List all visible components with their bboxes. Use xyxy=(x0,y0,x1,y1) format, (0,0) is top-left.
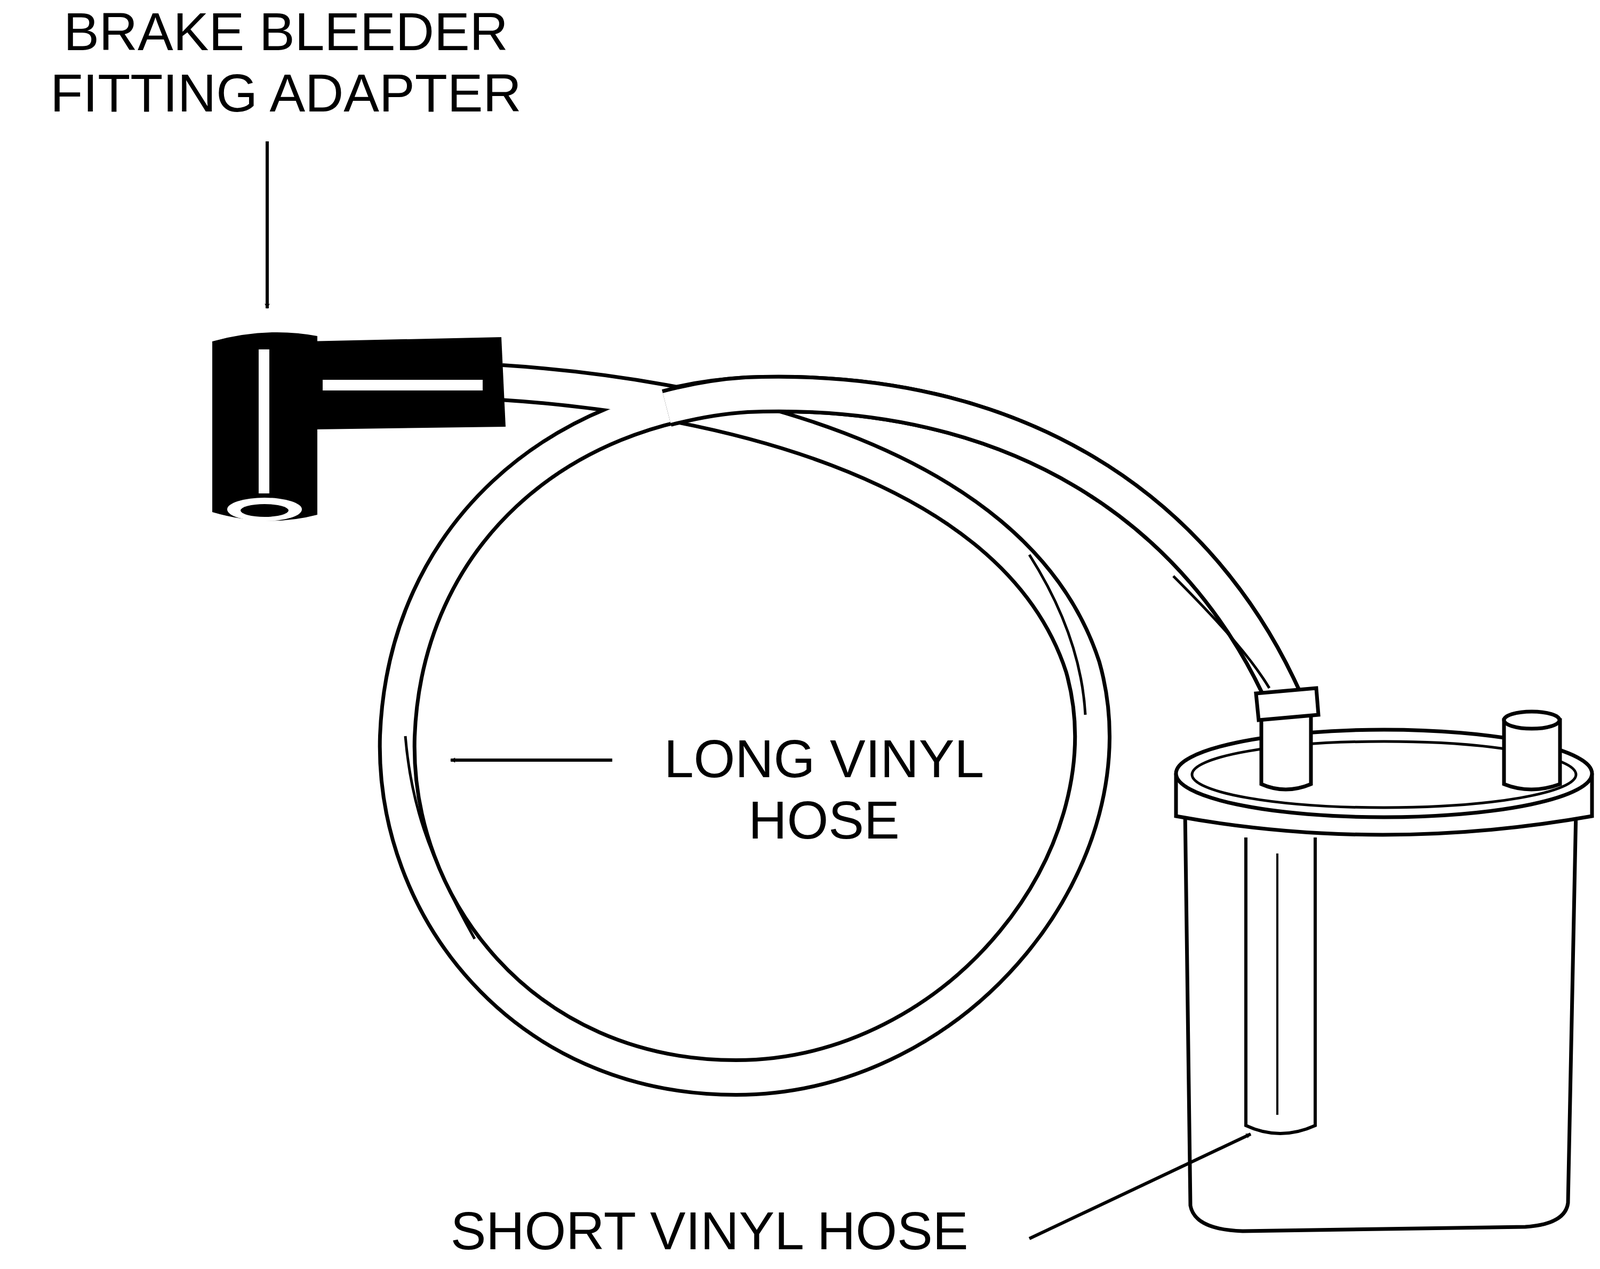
part-label: SHORT VINYL HOSE xyxy=(405,1200,1014,1262)
bleeder-fitting-adapter xyxy=(212,332,506,522)
long-vinyl-hose xyxy=(397,382,1287,1078)
catch-cup xyxy=(1176,709,1592,1231)
leader-line xyxy=(267,141,1251,1239)
part-label: BRAKE BLEEDER FITTING ADAPTER xyxy=(3,1,569,124)
short-vinyl-hose xyxy=(1245,837,1316,1134)
part-label: LONG VINYL HOSE xyxy=(621,728,1027,851)
